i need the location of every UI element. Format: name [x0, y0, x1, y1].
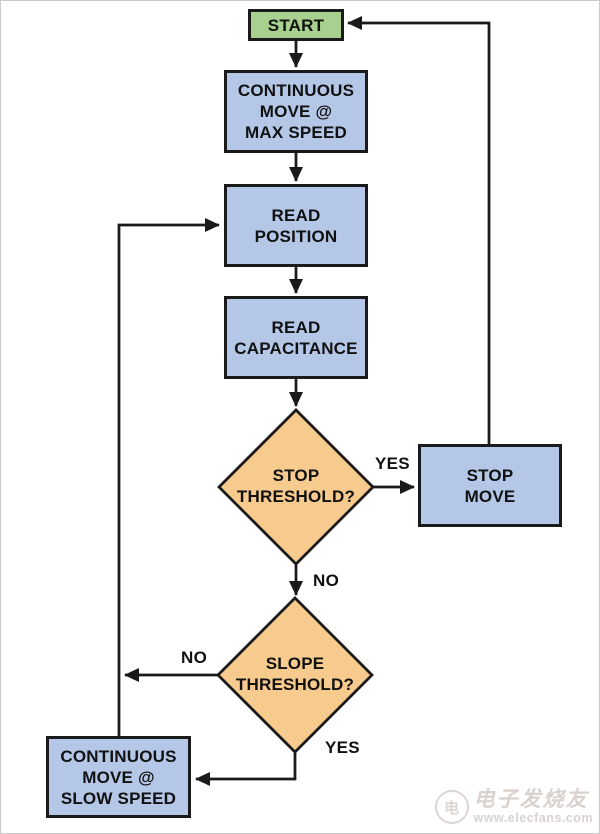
node-line: READ — [271, 317, 321, 337]
node-line: CONTINUOUS — [60, 746, 177, 766]
node-line: MOVE @ — [82, 767, 155, 787]
node-line: MAX SPEED — [245, 123, 347, 142]
node-line: STOP — [272, 466, 320, 485]
watermark-text: 电子发烧友 www.elecfans.com — [473, 788, 593, 826]
decision-slope-threshold-label: SLOPE THRESHOLD? — [225, 653, 365, 695]
elecfans-logo-icon: 电 — [434, 790, 469, 824]
edge-label-slope-yes: YES — [325, 738, 360, 757]
node-line: SLOW SPEED — [60, 788, 177, 808]
edge-label-stop-no: NO — [313, 571, 340, 590]
node-continuous-move-max-speed: CONTINUOUS MOVE @ MAX SPEED — [224, 70, 368, 153]
node-line: MOVE @ — [259, 102, 333, 121]
node-start: START — [248, 9, 344, 41]
node-line: POSITION — [254, 226, 338, 246]
node-line: CONTINUOUS — [237, 81, 355, 100]
node-line: READ — [271, 205, 321, 225]
site-watermark: 电 电子发烧友 www.elecfans.com — [434, 788, 593, 826]
edge-label-stop-yes: YES — [375, 454, 410, 473]
edge-label-slope-no: NO — [181, 648, 208, 667]
decision-slope-threshold — [216, 596, 374, 754]
node-line: STOP — [466, 465, 514, 485]
decision-stop-threshold-label: STOP THRESHOLD? — [226, 465, 366, 507]
node-line: MOVE — [464, 486, 516, 506]
node-line: SLOPE — [265, 654, 325, 673]
watermark-site-name: 电子发烧友 — [473, 788, 589, 811]
edge-slopethreshold-yes-to-moveslow — [195, 752, 297, 786]
node-line: THRESHOLD? — [236, 487, 356, 506]
node-continuous-move-slow-speed: CONTINUOUS MOVE @ SLOW SPEED — [46, 736, 191, 818]
watermark-site-url: www.elecfans.com — [473, 811, 593, 825]
node-line: THRESHOLD? — [235, 675, 355, 694]
edge-stopmove-loop-to-start — [347, 16, 491, 444]
node-stop-move: STOP MOVE — [418, 444, 562, 527]
node-read-capacitance: READ CAPACITANCE — [224, 296, 368, 379]
node-read-position: READ POSITION — [224, 184, 368, 267]
edge-moveslow-loop-to-readposition — [117, 218, 220, 736]
node-line: CAPACITANCE — [234, 338, 358, 358]
decision-stop-threshold — [217, 408, 375, 566]
node-start-label: START — [267, 15, 325, 35]
